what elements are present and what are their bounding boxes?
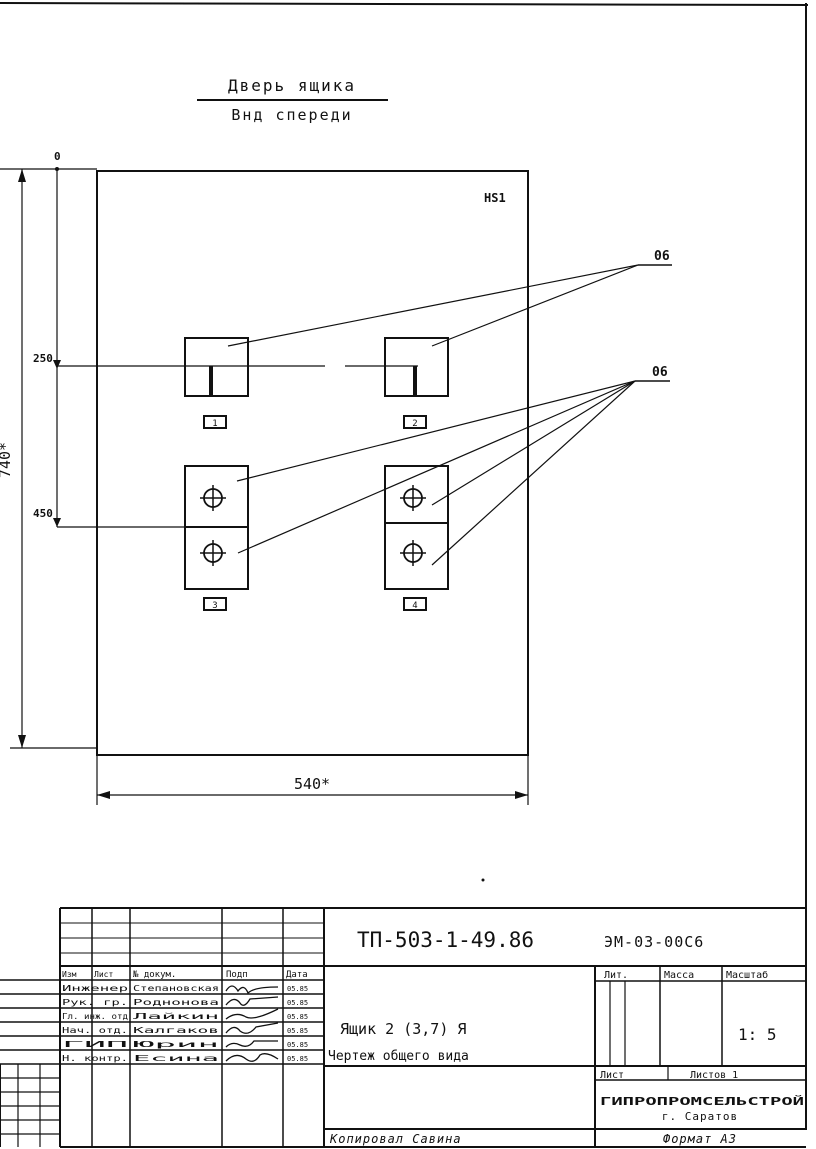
- row-role: Гл. инж. отд: [62, 1012, 128, 1021]
- device-1-number: 1: [212, 419, 217, 429]
- dim-250-label: 250: [33, 352, 53, 365]
- header-mass: Масса: [664, 970, 694, 981]
- device-4-body: [384, 465, 449, 590]
- device-4-number: 4: [412, 601, 417, 611]
- scale-value: 1: 5: [738, 1025, 777, 1044]
- col-header-doc: № докум.: [132, 970, 176, 980]
- leader-bottom-1: [236, 380, 636, 482]
- col-header-izm: Изм: [62, 970, 77, 979]
- leader-top-1: [227, 264, 639, 347]
- row-name: Лайкин: [133, 1012, 220, 1021]
- organization-city: г. Саратов: [662, 1110, 738, 1123]
- device-3-lamp-top-icon: [200, 485, 226, 511]
- row-name: Степановская: [133, 984, 219, 993]
- row-date: 05.85: [287, 985, 308, 993]
- door-panel: [96, 170, 529, 756]
- row-date: 05.85: [287, 999, 308, 1007]
- arrow-width-left: [97, 791, 110, 799]
- device-1-tag: [203, 415, 227, 429]
- device-1-handle: [209, 366, 213, 396]
- sheet-format: Формат А3: [663, 1132, 737, 1146]
- sheets-label: Листов 1: [690, 1070, 738, 1081]
- leader-bottom-3: [431, 380, 636, 506]
- arrow-250: [53, 360, 61, 369]
- copied-by: Копировал Савина: [329, 1132, 462, 1146]
- signature-scribbles: [225, 985, 279, 1062]
- dim-width-value: 540*: [294, 775, 330, 793]
- organization-name: ГИПРОПРОМСЕЛЬСТРОЙ: [600, 1095, 804, 1108]
- stray-dot: [481, 878, 485, 882]
- device-3-lamp-bottom-icon: [200, 540, 226, 566]
- drawing-title: Дверь ящика: [228, 76, 356, 95]
- object-name-line2: Чертеж общего вида: [328, 1049, 469, 1064]
- sheet-code: ЭМ-03-00С6: [604, 933, 704, 951]
- device-4-lamp-bottom-icon: [400, 540, 426, 566]
- device-2-number: 2: [412, 419, 417, 429]
- dim-450-label: 450: [33, 507, 53, 520]
- col-header-sign: Подп: [226, 970, 248, 980]
- object-name-line1: Ящик 2 (3,7) Я: [340, 1020, 466, 1038]
- header-scale: Масштаб: [726, 969, 768, 981]
- col-header-list: Лист: [94, 970, 113, 979]
- row-role: Н. контр.: [62, 1054, 128, 1063]
- device-3-tag: [203, 597, 227, 611]
- row-date: 05.85: [287, 1041, 308, 1049]
- leader-bottom-4: [431, 380, 636, 566]
- row-role: ГИП: [62, 1040, 129, 1049]
- row-name: Есина: [133, 1054, 220, 1063]
- row-role: Нач. отд.: [62, 1026, 128, 1035]
- row-role: Инженер: [62, 984, 128, 993]
- device-4-lamp-top-icon: [400, 485, 426, 511]
- row-role: Рук. гр.: [62, 998, 128, 1007]
- panel-label: HS1: [484, 191, 506, 205]
- row-name: Роднонова: [133, 998, 219, 1007]
- dim-height-value: 740*: [0, 442, 14, 478]
- device-2-handle: [413, 366, 417, 396]
- origin-mark: 0: [54, 150, 61, 163]
- callout-bottom-label: 06: [652, 365, 668, 380]
- col-header-date: Дата: [286, 970, 308, 980]
- arrow-height-top: [18, 169, 26, 182]
- device-1-body: [184, 337, 249, 397]
- row-date: 05.85: [287, 1055, 308, 1063]
- row-date: 05.85: [287, 1013, 308, 1021]
- device-3-number: 3: [212, 601, 217, 611]
- arrow-width-right: [515, 791, 528, 799]
- sheet-border-top: [0, 2, 809, 6]
- device-4-tag: [403, 597, 427, 611]
- sheet-label: Лист: [600, 1070, 624, 1081]
- project-code: ТП-503-1-49.86: [357, 928, 534, 952]
- header-lit: Лит.: [604, 970, 628, 981]
- row-date: 05.85: [287, 1027, 308, 1035]
- arrow-height-bottom: [18, 735, 26, 748]
- leader-bottom-2: [237, 380, 636, 554]
- title-block: [0, 907, 806, 1147]
- device-2-tag: [403, 415, 427, 429]
- leader-top-2: [431, 264, 639, 347]
- arrow-450: [53, 518, 61, 527]
- row-name: Калгаков: [133, 1026, 219, 1035]
- row-name: Юрин: [133, 1040, 220, 1049]
- callout-top-label: 06: [654, 249, 670, 264]
- drawing-subtitle: Внд спереди: [231, 106, 352, 124]
